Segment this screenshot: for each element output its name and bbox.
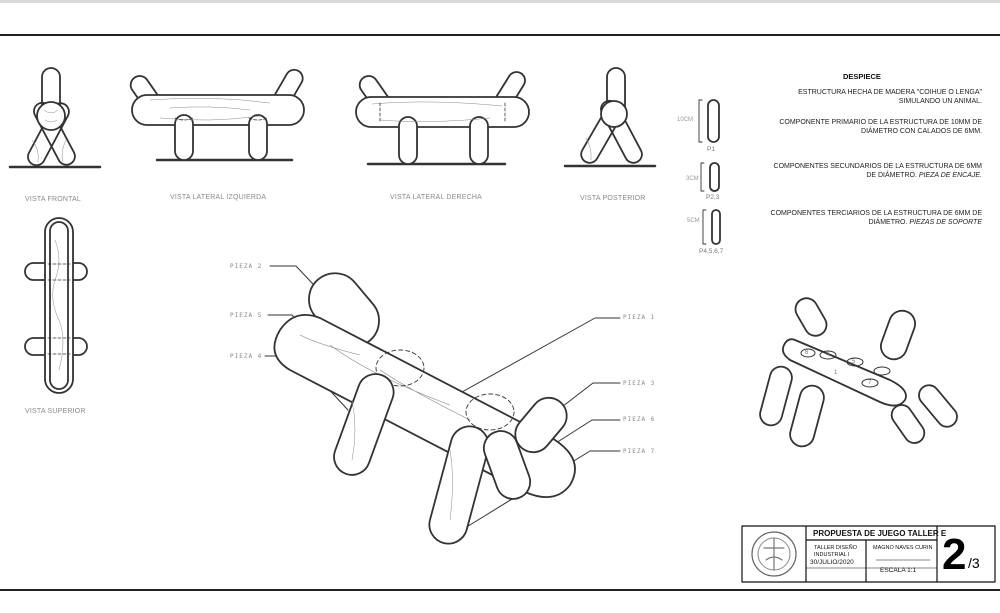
despiece-line-1a: ESTRUCTURA HECHA DE MADERA "COIHUE O LEN… — [798, 89, 982, 96]
view-label-left: VISTA LATERAL IZQUIERDA — [170, 194, 267, 201]
top-edge-strip — [0, 0, 1000, 3]
piece-label-5: PIEZA 5 — [230, 312, 263, 319]
piece-label-7: PIEZA 7 — [623, 448, 656, 455]
title-block-title: PROPUESTA DE JUEGO TALLER E — [813, 529, 947, 538]
exploded-num-5: 5 — [852, 359, 856, 365]
sheet-total: /3 — [968, 555, 980, 571]
piece-label-4: PIEZA 4 — [230, 353, 263, 360]
sheet-number: 2 — [942, 530, 967, 579]
isometric-assembly — [264, 265, 621, 545]
part-id-p23: P2,3 — [706, 194, 720, 201]
dim-p1: 10CM — [677, 117, 694, 123]
right-side-view — [355, 71, 530, 166]
despiece-line-4c: PIEZAS DE SOPORTE — [909, 219, 982, 226]
despiece-line-3c: PIEZA DE ENCAJE. — [918, 172, 982, 179]
part-id-p1: P1 — [707, 146, 715, 153]
despiece-title: DESPIECE — [843, 72, 881, 81]
exploded-view — [759, 297, 958, 448]
despiece-line-1b: SIMULANDO UN ANIMAL. — [898, 98, 982, 105]
front-view — [8, 67, 102, 169]
dim-p23: 3CM — [686, 176, 699, 182]
despiece-line-3b-row: DE DIÁMETRO. PIEZA DE ENCAJE. — [742, 171, 982, 180]
top-view — [24, 217, 88, 394]
despiece-desc-2: COMPONENTE PRIMARIO DE LA ESTRUCTURA DE … — [742, 118, 982, 136]
exploded-num-6: 6 — [805, 350, 809, 356]
piece-label-6: PIEZA 6 — [623, 416, 656, 423]
view-label-front: VISTA FRONTAL — [25, 196, 82, 203]
title-block-author: MAGNO NAVES CURIN — [873, 545, 933, 551]
despiece-line-3a: COMPONENTES SECUNDARIOS DE LA ESTRUCTURA… — [773, 163, 982, 170]
dim-p4567: 5CM — [687, 218, 700, 224]
despiece-desc-4: COMPONENTES TERCIARIOS DE LA ESTRUCTURA … — [742, 209, 982, 227]
title-block-course-1: TALLER DISEÑO — [814, 545, 857, 551]
title-block-scale: ESCALA 1:1 — [880, 567, 917, 574]
despiece-line-4a: COMPONENTES TERCIARIOS DE LA ESTRUCTURA … — [770, 210, 982, 217]
view-label-top: VISTA SUPERIOR — [25, 408, 86, 415]
title-block-date: 30/JULIO/2020 — [810, 559, 854, 566]
despiece-line-2b: DIÁMETRO CON CALADOS DE 6MM. — [861, 128, 982, 135]
left-side-view — [129, 68, 305, 162]
exploded-num-1: 1 — [834, 370, 838, 376]
title-block-course-2: INDUSTRIAL I — [814, 552, 850, 558]
despiece-desc-3: COMPONENTES SECUNDARIOS DE LA ESTRUCTURA… — [742, 162, 982, 180]
title-block — [741, 525, 996, 583]
exploded-num-4: 4 — [826, 352, 830, 358]
piece-label-1: PIEZA 1 — [623, 314, 656, 321]
part-id-p4567: P4,5,6,7 — [699, 248, 724, 255]
despiece-desc-1: ESTRUCTURA HECHA DE MADERA "COIHUE O LEN… — [742, 88, 982, 106]
despiece-line-4b-row: DIÁMETRO. PIEZAS DE SOPORTE — [742, 218, 982, 227]
view-label-rear: VISTA POSTERIOR — [580, 195, 646, 202]
parts-list — [698, 99, 721, 245]
exploded-num-7: 7 — [868, 380, 872, 386]
despiece-line-3b: DE DIÁMETRO. — [866, 172, 917, 179]
despiece-line-4b: DIÁMETRO. — [868, 219, 908, 226]
view-label-right: VISTA LATERAL DERECHA — [390, 194, 482, 201]
rear-view — [563, 67, 657, 168]
piece-label-3: PIEZA 3 — [623, 380, 656, 387]
piece-label-2: PIEZA 2 — [230, 263, 263, 270]
despiece-line-2a: COMPONENTE PRIMARIO DE LA ESTRUCTURA DE … — [779, 119, 982, 126]
